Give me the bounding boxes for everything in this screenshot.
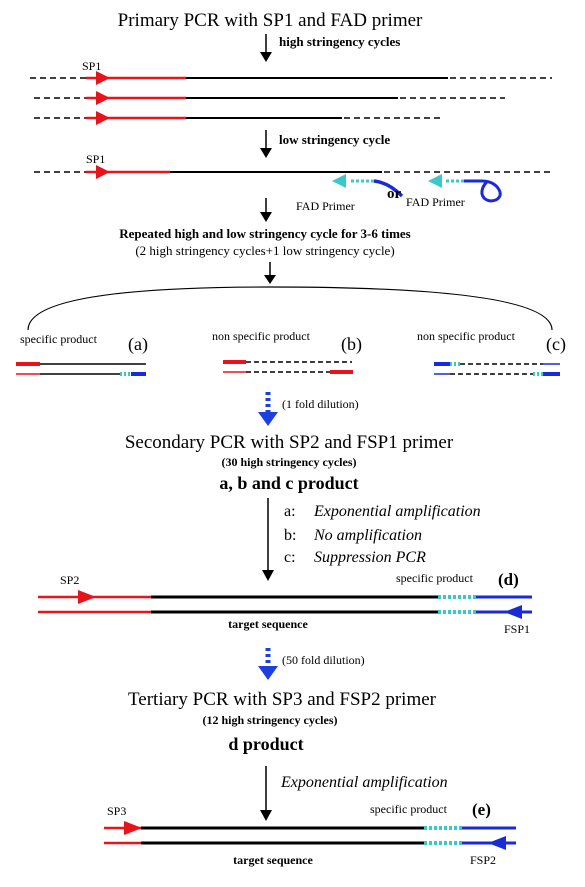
product-d-letter: (d): [498, 570, 519, 589]
sp3-label: SP3: [107, 804, 126, 818]
product-c-letter: (c): [546, 334, 566, 355]
down-arrow-5: [262, 498, 274, 581]
or-label: or: [387, 186, 402, 202]
repeat-detail: (2 high stringency cycles+1 low stringen…: [135, 243, 394, 258]
down-arrow-2: [260, 130, 272, 158]
outcome-a-text: Exponential amplification: [313, 503, 481, 520]
dilution-2-label: (50 fold dilution): [282, 653, 365, 667]
down-arrow-6: [260, 766, 272, 821]
product-e-letter: (e): [472, 800, 491, 819]
tertiary-products: d product: [228, 734, 303, 754]
tertiary-outcome: Exponential amplification: [280, 774, 448, 791]
step-low-stringency: low stringency cycle: [279, 132, 390, 147]
tertiary-cycles: (12 high stringency cycles): [203, 713, 338, 727]
product-b-letter: (b): [341, 334, 362, 355]
sp2-label: SP2: [60, 573, 79, 587]
secondary-cycles: (30 high stringency cycles): [222, 455, 357, 469]
dilution-arrow-2: [258, 648, 278, 680]
outcome-c-letter: c:: [284, 549, 296, 566]
outcome-c-text: Suppression PCR: [314, 549, 426, 566]
product-c-strands: [434, 362, 560, 376]
outcome-b-letter: b:: [284, 527, 296, 544]
product-b-strands: [223, 360, 353, 374]
product-b-label: non specific product: [212, 329, 311, 343]
branch-arc: [27, 286, 553, 331]
target-sequence-2: target sequence: [233, 853, 313, 867]
secondary-title: Secondary PCR with SP2 and FSP1 primer: [125, 432, 454, 453]
down-arrow-4: [264, 262, 276, 284]
product-a-letter: (a): [128, 334, 148, 355]
tertiary-title: Tertiary PCR with SP3 and FSP2 primer: [128, 689, 437, 710]
down-arrow-1: [260, 34, 272, 62]
specific-product-d-label: specific product: [396, 571, 474, 585]
repeat-text: Repeated high and low stringency cycle f…: [119, 226, 411, 241]
outcome-b-text: No amplification: [313, 527, 422, 544]
dilution-arrow-1: [258, 392, 278, 426]
fad-primer-2-icon: [428, 174, 502, 203]
secondary-products: a, b and c product: [219, 473, 358, 493]
sp1-label-2: SP1: [86, 152, 105, 166]
specific-product-e-label: specific product: [370, 802, 448, 816]
sp1-label: SP1: [82, 59, 101, 73]
fad-primer-2-label: FAD Primer: [406, 195, 465, 209]
product-a-strands: [16, 362, 146, 376]
fad-primer-1-label: FAD Primer: [296, 199, 355, 213]
fsp2-label: FSP2: [470, 853, 496, 867]
outcome-a-letter: a:: [284, 503, 296, 520]
dilution-1-label: (1 fold dilution): [282, 397, 359, 411]
fad-primer-1-icon: [332, 174, 404, 198]
fsp1-label: FSP1: [504, 622, 530, 636]
primary-strands: [30, 71, 552, 125]
target-sequence-1: target sequence: [228, 617, 308, 631]
step-high-stringency: high stringency cycles: [279, 34, 400, 49]
primary-title: Primary PCR with SP1 and FAD primer: [118, 10, 423, 31]
down-arrow-3: [260, 198, 272, 222]
product-a-label: specific product: [20, 332, 98, 346]
product-e-strands: [104, 821, 516, 850]
low-stringency-strand: [34, 165, 552, 179]
product-d-strands: [38, 590, 532, 619]
product-c-label: non specific product: [417, 329, 516, 343]
